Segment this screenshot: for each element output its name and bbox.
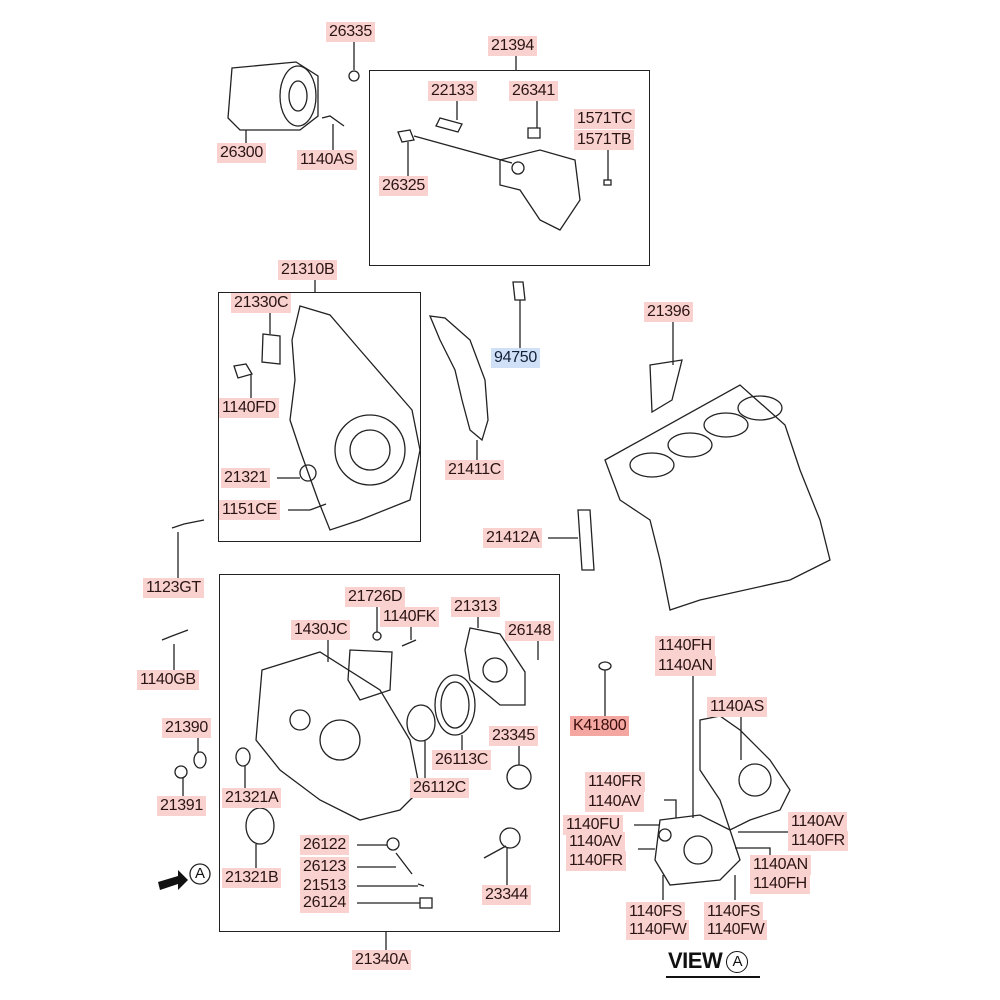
part-label-26113c[interactable]: 26113C (432, 750, 492, 770)
oil-filter-drawing (227, 61, 319, 143)
part-label-21726d[interactable]: 21726D (345, 587, 406, 607)
part-label-21391[interactable]: 21391 (157, 796, 206, 816)
part-label-26124[interactable]: 26124 (300, 893, 349, 913)
part-label-23344[interactable]: 23344 (482, 885, 531, 905)
part-label-26123[interactable]: 26123 (300, 857, 349, 877)
part-label-1140an-b[interactable]: 1140AN (750, 855, 811, 875)
part-label-21340a[interactable]: 21340A (352, 950, 412, 970)
part-label-94750[interactable]: 94750 (491, 348, 540, 368)
part-label-1571tb[interactable]: 1571TB (574, 130, 635, 150)
view-marker-letter: A (194, 865, 205, 882)
part-label-1140gb[interactable]: 1140GB (137, 670, 199, 690)
part-label-1140fd[interactable]: 1140FD (219, 398, 279, 418)
bolt-1140as-drawing (321, 115, 345, 150)
part-label-21390[interactable]: 21390 (162, 718, 211, 738)
part-label-21310b[interactable]: 21310B (278, 260, 338, 280)
view-caption-text: VIEW (668, 948, 723, 973)
part-label-1140fu[interactable]: 1140FU (563, 815, 623, 835)
part-label-1140fw-a[interactable]: 1140FW (626, 920, 690, 940)
group-box-timing-cover (218, 292, 421, 542)
part-label-1140as-view[interactable]: 1140AS (707, 697, 767, 717)
view-caption-circle-letter: A (726, 951, 749, 974)
part-label-1140av-b[interactable]: 1140AV (566, 832, 625, 852)
part-label-1140fs-b[interactable]: 1140FS (704, 902, 764, 922)
part-label-1140av-c[interactable]: 1140AV (788, 812, 847, 832)
part-label-1151ce[interactable]: 1151CE (219, 500, 280, 520)
group-box-oil-filter-housing (369, 70, 650, 266)
part-label-1430jc[interactable]: 1430JC (291, 620, 351, 640)
part-label-21513[interactable]: 21513 (300, 876, 349, 896)
part-label-1140as-top[interactable]: 1140AS (297, 150, 357, 170)
part-label-21330c[interactable]: 21330C (231, 293, 292, 313)
part-label-1571tc[interactable]: 1571TC (574, 109, 636, 129)
part-label-1140fr-a[interactable]: 1140FR (585, 772, 645, 792)
part-label-26335[interactable]: 26335 (326, 22, 375, 42)
part-label-1140an-top[interactable]: 1140AN (655, 656, 716, 676)
part-label-1140fw-b[interactable]: 1140FW (704, 920, 768, 940)
part-label-26122[interactable]: 26122 (300, 835, 349, 855)
part-label-1140fh-b[interactable]: 1140FH (750, 874, 810, 894)
part-label-1123gt[interactable]: 1123GT (143, 578, 204, 598)
plug-26335-drawing (348, 42, 360, 82)
part-label-26325[interactable]: 26325 (379, 176, 428, 196)
view-arrow-icon (158, 870, 188, 890)
part-label-26112c[interactable]: 26112C (410, 778, 470, 798)
part-label-21394[interactable]: 21394 (488, 36, 537, 56)
part-label-1140fk[interactable]: 1140FK (380, 607, 440, 627)
part-label-23345[interactable]: 23345 (489, 726, 538, 746)
part-label-21321b[interactable]: 21321B (222, 868, 282, 888)
part-label-21321[interactable]: 21321 (221, 468, 270, 488)
part-label-26148[interactable]: 26148 (505, 621, 554, 641)
part-label-k41800[interactable]: K41800 (570, 716, 630, 736)
part-label-1140fr-c[interactable]: 1140FR (788, 831, 848, 851)
part-label-1140fs-a[interactable]: 1140FS (626, 902, 686, 922)
part-label-1140fh-top[interactable]: 1140FH (655, 636, 715, 656)
part-label-21411c[interactable]: 21411C (445, 460, 505, 480)
part-label-26300[interactable]: 26300 (217, 143, 266, 163)
part-label-21313[interactable]: 21313 (451, 597, 500, 617)
part-label-21396[interactable]: 21396 (644, 302, 693, 322)
part-label-22133[interactable]: 22133 (428, 81, 477, 101)
part-label-1140fr-b[interactable]: 1140FR (566, 851, 626, 871)
part-label-1140av-a[interactable]: 1140AV (585, 792, 644, 812)
group-box-front-case (219, 574, 560, 932)
part-label-21321a[interactable]: 21321A (222, 788, 282, 808)
view-caption-underline (666, 976, 760, 978)
part-label-21412a[interactable]: 21412A (483, 528, 543, 548)
part-label-26341[interactable]: 26341 (509, 81, 558, 101)
